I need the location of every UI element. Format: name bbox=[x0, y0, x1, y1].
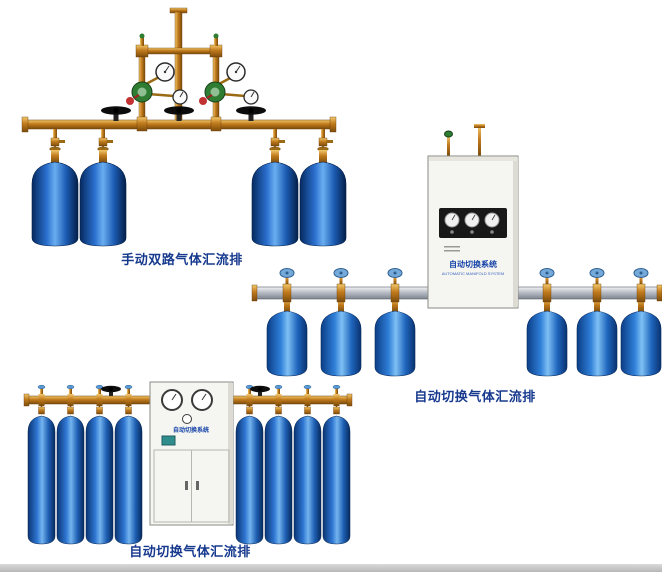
gas-cylinder bbox=[79, 146, 127, 247]
gas-cylinder bbox=[620, 268, 662, 377]
auto-switch-manifold-illustration: 自动切换系统 AUTOMATIC MANIFOLD SYSTEM bbox=[251, 124, 662, 377]
gas-cylinder bbox=[31, 146, 79, 247]
auto-switch-manifold-8-illustration: 自动切换系统 bbox=[23, 381, 353, 545]
product-image-auto-switch-manifold-6[interactable]: 自动切换系统 AUTOMATIC MANIFOLD SYSTEM bbox=[250, 124, 662, 386]
gas-cylinder bbox=[85, 404, 114, 545]
gas-cylinders bbox=[266, 268, 662, 377]
pressure-regulator-left bbox=[126, 62, 188, 105]
page-bottom-edge bbox=[0, 564, 662, 572]
cabinet-panel-title: 自动切换系统 bbox=[173, 426, 209, 434]
riser-valve bbox=[332, 384, 341, 396]
handwheel-valve bbox=[101, 385, 121, 397]
riser-valve bbox=[66, 384, 75, 396]
riser-valve bbox=[37, 384, 46, 396]
riser-valve bbox=[274, 384, 283, 396]
cabinet-panel-subtitle: AUTOMATIC MANIFOLD SYSTEM bbox=[442, 271, 505, 276]
switch-box bbox=[161, 435, 176, 446]
red-knob bbox=[199, 97, 207, 105]
gas-cylinder bbox=[299, 146, 347, 247]
cylinder-connections bbox=[50, 129, 333, 153]
product-label-manual-dual-manifold[interactable]: 手动双路气体汇流排 bbox=[121, 252, 243, 267]
handwheel-valve bbox=[250, 385, 270, 397]
pressure-gauge bbox=[182, 414, 192, 424]
gas-cylinder bbox=[320, 268, 362, 377]
control-cabinet: 自动切换系统 AUTOMATIC MANIFOLD SYSTEM bbox=[427, 124, 519, 309]
gas-cylinder bbox=[235, 404, 264, 545]
gas-cylinder bbox=[576, 268, 618, 377]
control-cabinet: 自动切换系统 bbox=[149, 381, 234, 526]
supply-pipe-assembly bbox=[135, 7, 223, 123]
small-valve-knob bbox=[139, 33, 145, 39]
cabinet-panel-title: 自动切换系统 bbox=[449, 259, 497, 269]
gas-cylinders bbox=[27, 404, 351, 545]
door-handle bbox=[196, 481, 199, 490]
small-valve-knob bbox=[213, 33, 219, 39]
product-image-manual-dual-manifold[interactable] bbox=[12, 4, 347, 254]
door-handle bbox=[185, 481, 188, 490]
handwheel-valve bbox=[164, 106, 194, 121]
gas-cylinder bbox=[374, 268, 416, 377]
gas-cylinder bbox=[322, 404, 351, 545]
gas-cylinder bbox=[264, 404, 293, 545]
pipe-risers bbox=[37, 384, 341, 396]
product-label-auto-switch-8[interactable]: 自动切换气体汇流排 bbox=[129, 544, 251, 559]
product-image-auto-switch-manifold-8[interactable]: 自动切换系统 bbox=[16, 374, 360, 550]
small-valve-knob bbox=[444, 130, 453, 138]
gas-cylinder bbox=[56, 404, 85, 545]
handwheel-valve bbox=[101, 106, 131, 121]
gas-cylinder bbox=[27, 404, 56, 545]
handwheel-valve bbox=[236, 106, 266, 121]
product-label-auto-switch-6[interactable]: 自动切换气体汇流排 bbox=[414, 389, 536, 404]
pressure-regulator-right bbox=[199, 62, 259, 105]
gas-cylinder bbox=[251, 146, 299, 247]
gas-cylinder bbox=[114, 404, 143, 545]
vent-slot bbox=[444, 246, 460, 248]
gas-cylinder bbox=[293, 404, 322, 545]
riser-valve bbox=[124, 384, 133, 396]
manual-dual-manifold-illustration bbox=[21, 7, 347, 247]
gas-cylinder bbox=[526, 268, 568, 377]
gas-cylinder bbox=[266, 268, 308, 377]
red-knob bbox=[126, 97, 134, 105]
riser-valve bbox=[303, 384, 312, 396]
vent-slot bbox=[444, 250, 460, 252]
gas-cylinders bbox=[31, 146, 347, 247]
handwheel-valves bbox=[101, 106, 266, 121]
riser-valve bbox=[95, 384, 104, 396]
